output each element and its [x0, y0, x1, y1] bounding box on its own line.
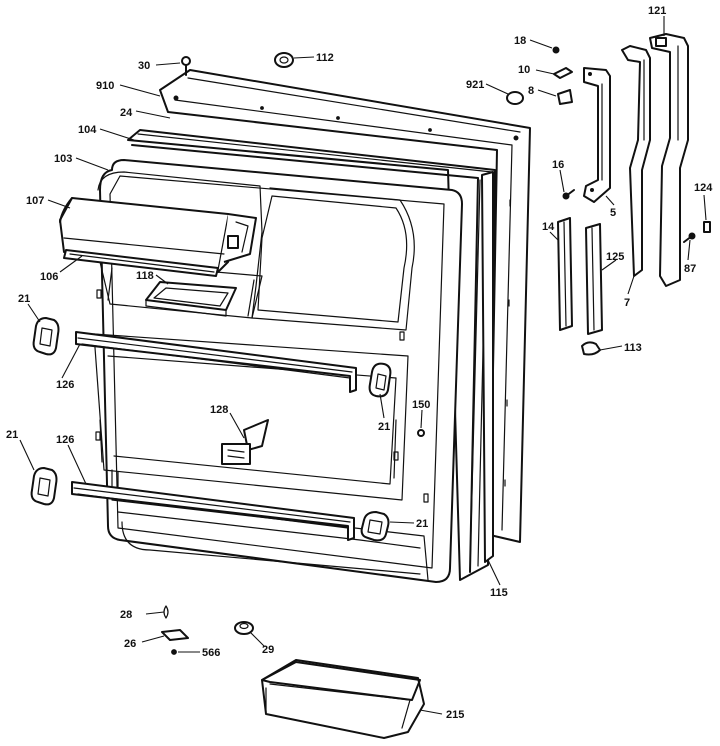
plug-921 — [506, 91, 524, 105]
screw-30 — [181, 56, 191, 76]
callout-87: 87 — [684, 263, 696, 275]
callout-labels: 30 112 910 24 104 103 107 106 118 21 126… — [6, 5, 713, 721]
callout-126-lower: 126 — [56, 434, 74, 446]
trim-125 — [585, 223, 603, 335]
callout-215: 215 — [446, 709, 464, 721]
shelf-bracket-left-lower — [30, 467, 58, 506]
callout-104: 104 — [78, 124, 97, 136]
callout-29: 29 — [262, 644, 274, 656]
shelf-bar-upper — [75, 331, 357, 393]
callout-16: 16 — [552, 159, 564, 171]
part-10 — [553, 67, 573, 79]
callout-24: 24 — [120, 107, 133, 119]
leader-lines — [19, 16, 707, 715]
callout-7: 7 — [624, 297, 630, 309]
callout-910: 910 — [96, 80, 114, 92]
screw-16 — [562, 189, 575, 200]
door-gasket — [127, 129, 496, 581]
callout-106: 106 — [40, 271, 58, 283]
callout-107: 107 — [26, 195, 44, 207]
trim-14 — [557, 217, 573, 331]
callout-8: 8 — [528, 85, 534, 97]
callout-21-right-lower: 21 — [416, 518, 428, 530]
screw-87 — [683, 232, 696, 243]
callout-566: 566 — [202, 647, 220, 659]
callout-103: 103 — [54, 153, 72, 165]
cap-29 — [234, 621, 254, 635]
callout-125: 125 — [606, 251, 624, 263]
callout-21-right-upper: 21 — [378, 421, 390, 433]
hinge-arm-7 — [621, 45, 651, 277]
callout-118: 118 — [136, 270, 154, 282]
callout-113: 113 — [624, 342, 642, 354]
callout-28: 28 — [120, 609, 132, 621]
part-8 — [557, 89, 573, 105]
cap-113 — [581, 341, 601, 356]
tray-118 — [145, 281, 237, 317]
screw-566 — [171, 649, 177, 655]
callout-21-left-upper: 21 — [18, 293, 30, 305]
hinge-bracket-5 — [583, 67, 611, 203]
callout-5: 5 — [610, 207, 616, 219]
shelf-bar-lower — [71, 481, 355, 541]
callout-150: 150 — [412, 399, 430, 411]
callout-128: 128 — [210, 404, 228, 416]
callout-18: 18 — [514, 35, 526, 47]
callout-121: 121 — [648, 5, 666, 17]
clip-128 — [221, 419, 269, 465]
callout-126-upper: 126 — [56, 379, 74, 391]
part-28 — [163, 605, 169, 619]
callout-26: 26 — [124, 638, 136, 650]
callout-21-left-lower: 21 — [6, 429, 18, 441]
callout-10: 10 — [518, 64, 530, 76]
screw-18 — [552, 46, 560, 54]
callout-921: 921 — [466, 79, 484, 91]
callout-14: 14 — [542, 221, 555, 233]
shelf-bracket-left-upper — [32, 317, 60, 356]
callout-124: 124 — [694, 182, 713, 194]
shelf-bracket-right-upper — [368, 362, 392, 398]
callout-115: 115 — [490, 587, 508, 599]
bin-215 — [261, 659, 425, 739]
callout-30: 30 — [138, 60, 150, 72]
part-124 — [703, 221, 711, 233]
callout-112: 112 — [316, 52, 334, 64]
shelf-bracket-right-lower — [360, 511, 390, 542]
dairy-door-hinge — [63, 249, 219, 277]
plug-112 — [274, 52, 294, 68]
hinge-121 — [649, 33, 689, 287]
plate-26 — [161, 629, 189, 641]
screw-150 — [417, 429, 425, 437]
